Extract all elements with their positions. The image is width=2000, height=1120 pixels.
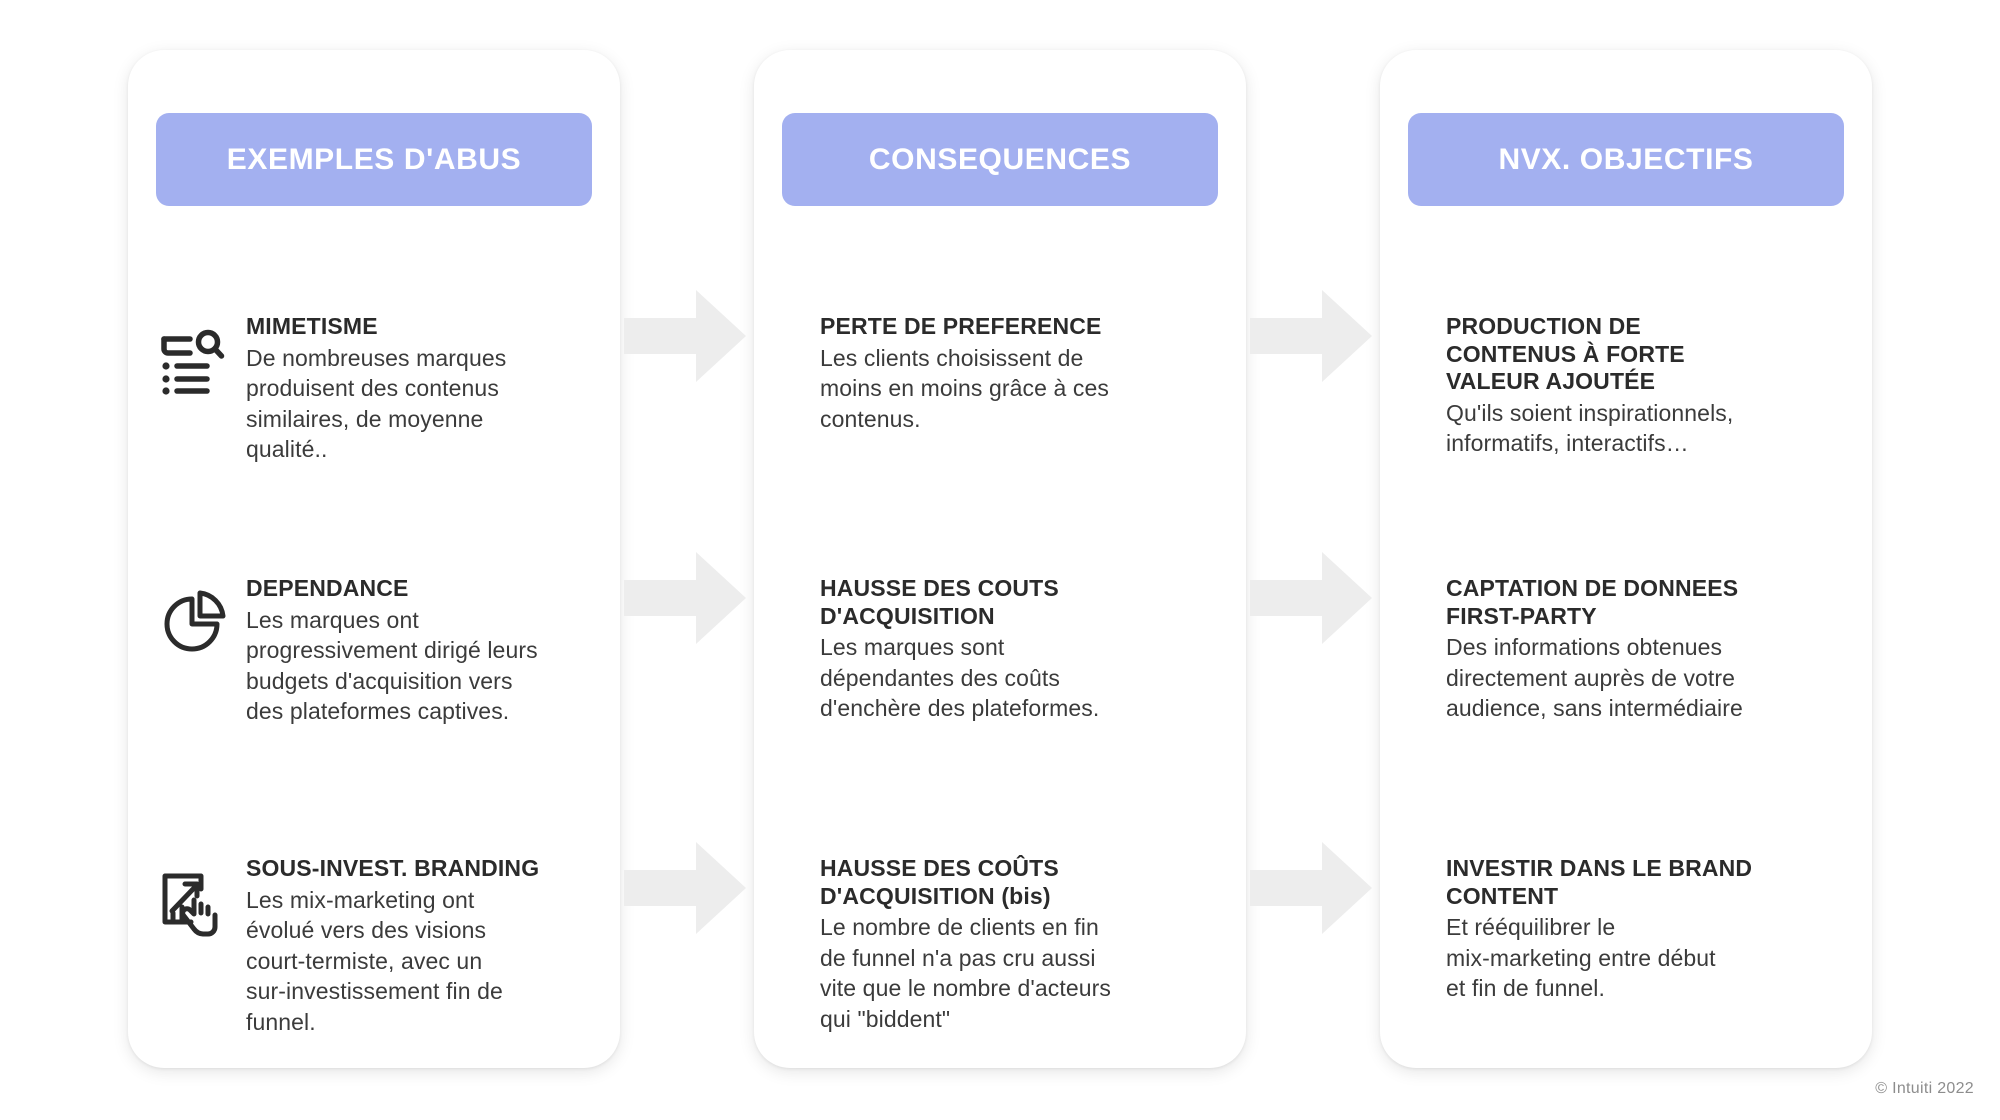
row-title: INVESTIR DANS LE BRAND CONTENT [1446,855,1753,909]
footer-credit: © Intuiti 2022 [1875,1080,1974,1097]
row-text: PRODUCTION DE CONTENUS À FORTE VALEUR AJ… [1446,313,1846,459]
row-text: HAUSSE DES COÛTS D'ACQUISITION (bis) Le … [820,855,1220,1035]
row-body: De nombreuses marques produisent des con… [246,344,507,463]
row-dependance: DEPENDANCE Les marques ont progressiveme… [156,575,592,727]
row-title: MIMETISME [246,313,378,339]
pie-chart-icon [156,587,228,659]
row-body: Les mix-marketing ont évolué vers des vi… [246,886,503,1035]
row-title: HAUSSE DES COÛTS D'ACQUISITION (bis) [820,855,1059,909]
row-text: DEPENDANCE Les marques ont progressiveme… [246,575,592,727]
row-hausse-des-couts-dacquisition: HAUSSE DES COUTS D'ACQUISITION Les marqu… [820,575,1220,724]
column-header-consequences: CONSEQUENCES [782,113,1218,206]
column-header-exemples-dabus: EXEMPLES D'ABUS [156,113,592,206]
arrow-right-icon-col1-row1 [624,290,746,382]
arrow-right-icon-col2-row3 [1250,842,1372,934]
row-title: CAPTATION DE DONNEES FIRST-PARTY [1446,575,1739,629]
row-body: Le nombre de clients en fin de funnel n'… [820,914,1112,1032]
arrow-right-icon-col2-row1 [1250,290,1372,382]
column-header-label: CONSEQUENCES [868,143,1132,176]
row-body: Qu'ils soient inspirationnels, informati… [1446,399,1734,457]
row-text: CAPTATION DE DONNEES FIRST-PARTY Des inf… [1446,575,1846,724]
column-header-label: NVX. OBJECTIFS [1498,143,1754,176]
list-search-icon [156,325,228,397]
column-rows: PRODUCTION DE CONTENUS À FORTE VALEUR AJ… [1380,255,1872,1068]
column-rows: PERTE DE PREFERENCE Les clients choisiss… [754,255,1246,1068]
row-mimetisme: MIMETISME De nombreuses marques produise… [156,313,592,465]
arrow-right-icon-col1-row3 [624,842,746,934]
row-sous-invest-branding: SOUS-INVEST. BRANDING Les mix-marketing … [156,855,592,1037]
row-text: HAUSSE DES COUTS D'ACQUISITION Les marqu… [820,575,1220,724]
row-investir-dans-le-brand-content: INVESTIR DANS LE BRAND CONTENT Et rééqui… [1446,855,1846,1004]
column-card-nvx-objectifs: NVX. OBJECTIFS PRODUCTION DE CONTENUS À … [1380,50,1872,1068]
row-body: Les marques ont progressivement dirigé l… [246,606,538,725]
row-body: Et rééquilibrer le mix-marketing entre d… [1446,914,1716,1002]
row-hausse-des-couts-dacquisition-bis: HAUSSE DES COÛTS D'ACQUISITION (bis) Le … [820,855,1220,1035]
row-title: HAUSSE DES COUTS D'ACQUISITION [820,575,1059,629]
row-text: SOUS-INVEST. BRANDING Les mix-marketing … [246,855,592,1037]
row-text: INVESTIR DANS LE BRAND CONTENT Et rééqui… [1446,855,1846,1004]
row-title: SOUS-INVEST. BRANDING [246,855,540,881]
row-body: Les clients choisissent de moins en moin… [820,344,1109,432]
column-card-consequences: CONSEQUENCES PERTE DE PREFERENCE Les cli… [754,50,1246,1068]
row-body: Les marques sont dépendantes des coûts d… [820,634,1100,722]
row-perte-de-preference: PERTE DE PREFERENCE Les clients choisiss… [820,313,1220,434]
row-captation-de-donnees: CAPTATION DE DONNEES FIRST-PARTY Des inf… [1446,575,1846,724]
row-title: PERTE DE PREFERENCE [820,313,1102,339]
row-text: MIMETISME De nombreuses marques produise… [246,313,592,465]
row-body: Des informations obtenues directement au… [1446,634,1743,722]
arrow-right-icon-col2-row2 [1250,552,1372,644]
row-title: DEPENDANCE [246,575,409,601]
column-header-label: EXEMPLES D'ABUS [226,143,522,176]
column-rows: MIMETISME De nombreuses marques produise… [128,255,620,1068]
column-header-nvx-objectifs: NVX. OBJECTIFS [1408,113,1844,206]
row-production-de-contenus: PRODUCTION DE CONTENUS À FORTE VALEUR AJ… [1446,313,1846,459]
row-text: PERTE DE PREFERENCE Les clients choisiss… [820,313,1220,434]
arrow-right-icon-col1-row2 [624,552,746,644]
growth-chart-hand-icon [156,867,228,939]
column-card-exemples-dabus: EXEMPLES D'ABUS [128,50,620,1068]
row-title: PRODUCTION DE CONTENUS À FORTE VALEUR AJ… [1446,313,1685,395]
